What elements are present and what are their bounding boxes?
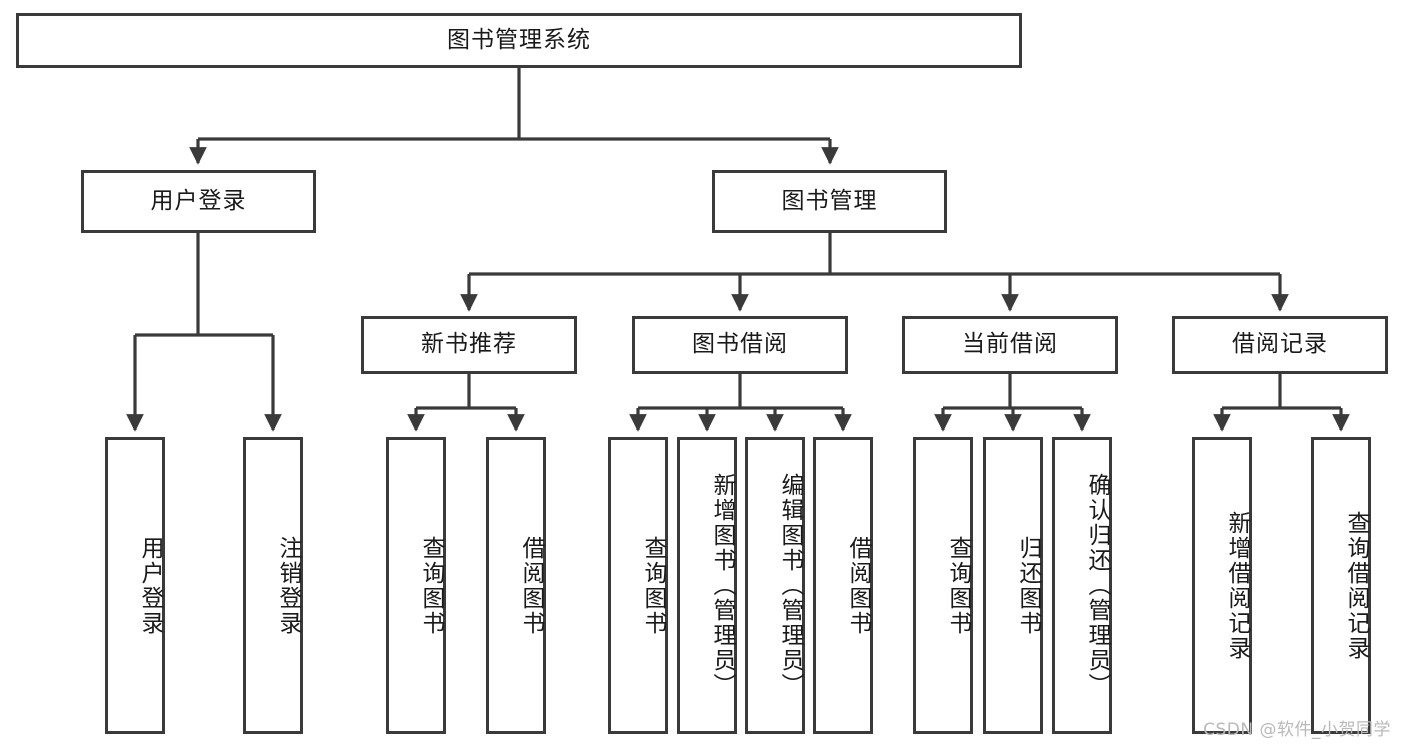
node-label: 新增借阅记录 [1224, 510, 1250, 661]
node-label: 图书借阅 [692, 331, 788, 358]
node-leaf-borrow-1[interactable]: 查询图书 [608, 437, 668, 734]
node-newbook[interactable]: 新书推荐 [361, 316, 577, 374]
node-leaf-rec-2[interactable]: 查询借阅记录 [1311, 437, 1371, 734]
node-label: 图书管理系统 [447, 26, 591, 53]
node-borrow[interactable]: 图书借阅 [632, 316, 848, 374]
node-leaf-new-2[interactable]: 借阅图书 [486, 437, 546, 734]
node-leaf-borrow-4[interactable]: 借阅图书 [813, 437, 873, 734]
node-label: 注销登录 [275, 535, 301, 636]
node-leaf-cur-3[interactable]: 确认归还（管理员） [1052, 437, 1112, 734]
node-current[interactable]: 当前借阅 [902, 316, 1118, 374]
node-records[interactable]: 借阅记录 [1172, 316, 1388, 374]
node-label: 归还图书 [1015, 535, 1041, 636]
node-label: 借阅图书 [518, 535, 544, 636]
node-label: 查询图书 [418, 535, 444, 636]
watermark-label: CSDN @软件_小贺同学 [1203, 720, 1391, 740]
node-label: 借阅记录 [1232, 331, 1328, 358]
node-leaf-borrow-3[interactable]: 编辑图书（管理员） [745, 437, 805, 734]
node-label: 查询借阅记录 [1343, 510, 1369, 661]
node-label: 新增图书（管理员） [709, 473, 735, 698]
node-leaf-login-2[interactable]: 注销登录 [243, 437, 303, 734]
node-label: 用户登录 [137, 535, 163, 636]
node-label: 用户登录 [150, 187, 247, 214]
node-root[interactable]: 图书管理系统 [16, 13, 1022, 68]
node-login[interactable]: 用户登录 [81, 170, 316, 233]
node-leaf-cur-1[interactable]: 查询图书 [913, 437, 973, 734]
node-bookmgmt[interactable]: 图书管理 [712, 170, 947, 233]
node-label: 当前借阅 [962, 331, 1058, 358]
node-label: 新书推荐 [421, 331, 517, 358]
node-leaf-borrow-2[interactable]: 新增图书（管理员） [677, 437, 737, 734]
node-leaf-cur-2[interactable]: 归还图书 [983, 437, 1043, 734]
node-leaf-login-1[interactable]: 用户登录 [105, 437, 165, 734]
node-label: 借阅图书 [845, 535, 871, 636]
node-label: 图书管理 [781, 187, 878, 214]
node-label: 确认归还（管理员） [1084, 473, 1110, 698]
node-leaf-rec-1[interactable]: 新增借阅记录 [1192, 437, 1252, 734]
node-label: 查询图书 [945, 535, 971, 636]
node-label: 编辑图书（管理员） [777, 473, 803, 698]
node-label: 查询图书 [640, 535, 666, 636]
node-leaf-new-1[interactable]: 查询图书 [386, 437, 446, 734]
